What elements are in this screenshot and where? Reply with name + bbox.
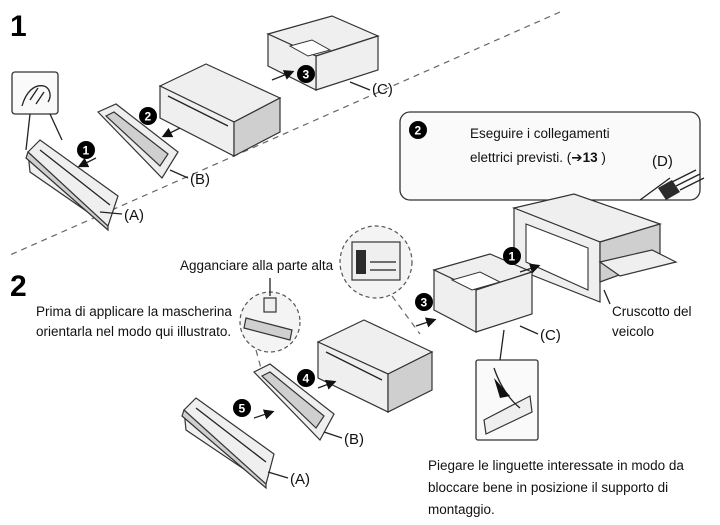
hook-detail-magnifier xyxy=(239,278,301,353)
svg-text:3: 3 xyxy=(421,296,428,310)
trim-frame-b-top xyxy=(96,103,179,179)
connector-d-icon xyxy=(658,169,705,200)
svg-text:3: 3 xyxy=(303,68,310,82)
faceplate-a-top xyxy=(25,139,119,232)
note-panel-line-1: Prima di applicare la mascherina xyxy=(36,304,232,319)
marker-4-bottom: 4 xyxy=(297,369,315,387)
svg-text:4: 4 xyxy=(303,372,310,386)
receiver-unit-bottom xyxy=(316,319,434,413)
step-number-2: 2 xyxy=(10,270,27,303)
marker-2-top: 2 xyxy=(139,107,157,125)
marker-5-bottom: 5 xyxy=(233,399,251,417)
svg-text:1: 1 xyxy=(509,250,516,264)
note-bend-line-2: bloccare bene in posizione il supporto d… xyxy=(428,480,668,495)
label-d: (D) xyxy=(652,153,673,170)
marker-2-callout: 2 xyxy=(409,121,427,139)
svg-text:5: 5 xyxy=(239,402,246,416)
svg-text:1: 1 xyxy=(83,144,90,158)
label-c-top: (C) xyxy=(372,81,393,98)
marker-3-bottom: 3 xyxy=(415,293,433,311)
step-number-1: 1 xyxy=(10,10,27,43)
svg-text:2: 2 xyxy=(415,124,422,138)
note-bend-line-1: Piegare le linguette interessate in modo… xyxy=(428,458,684,473)
mounting-sleeve-c-top xyxy=(266,15,380,91)
callout-arrow-icon: ➔ xyxy=(571,150,582,165)
mounting-sleeve-c-bottom xyxy=(432,253,534,333)
hand-detach-illustration xyxy=(11,71,63,151)
marker-1-top: 1 xyxy=(77,141,95,159)
note-bend-line-3: montaggio. xyxy=(428,502,495,517)
faceplate-a-bottom xyxy=(181,397,275,490)
marker-3-top: 3 xyxy=(297,65,315,83)
label-b-top: (B) xyxy=(190,171,210,188)
note-dash-line-1: Cruscotto del xyxy=(612,304,692,319)
bend-tabs-inset xyxy=(475,329,539,441)
label-a-top: (A) xyxy=(124,207,144,224)
marker-1-bottom: 1 xyxy=(503,247,521,265)
trim-frame-b-bottom xyxy=(252,363,335,442)
callout-line-1: Eseguire i collegamenti xyxy=(470,126,610,141)
label-b-bottom: (B) xyxy=(344,431,364,448)
vehicle-dashboard xyxy=(511,193,678,303)
note-hook-top: Agganciare alla parte alta xyxy=(180,258,334,273)
label-c-bottom: (C) xyxy=(540,327,561,344)
sleeve-detail-magnifier xyxy=(339,225,413,299)
step-separator-line xyxy=(9,11,561,256)
label-a-bottom: (A) xyxy=(290,471,310,488)
note-panel-line-2: orientarla nel modo qui illustrato. xyxy=(36,324,231,339)
note-dash-line-2: veicolo xyxy=(612,324,654,339)
callout-line-2: elettrici previsti. (➔13 ) xyxy=(470,150,606,165)
receiver-unit-top xyxy=(158,63,282,157)
svg-text:2: 2 xyxy=(145,110,152,124)
